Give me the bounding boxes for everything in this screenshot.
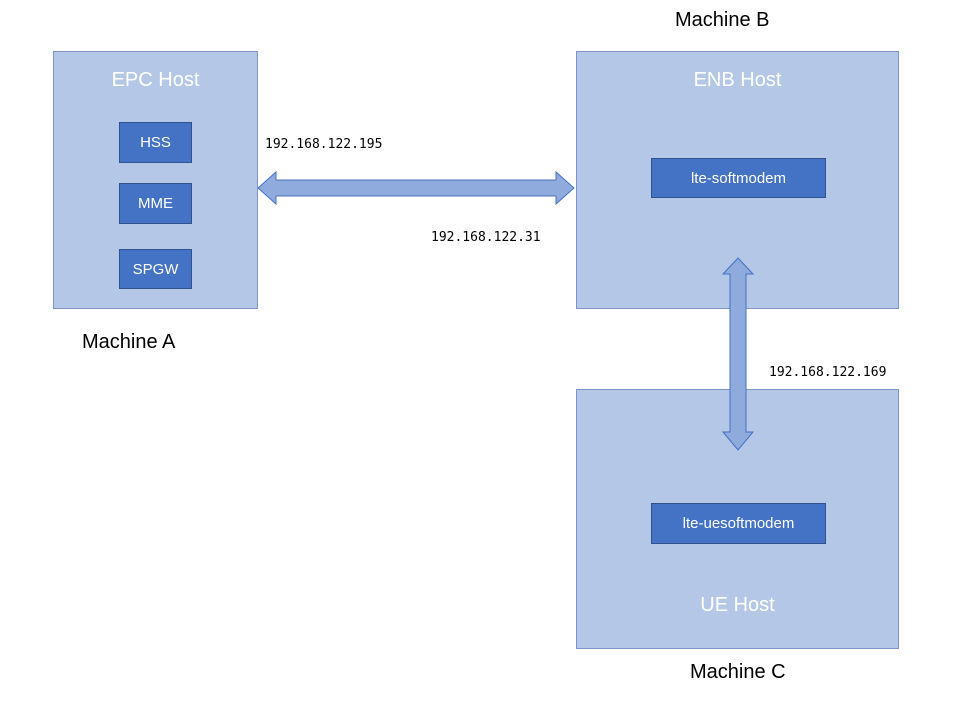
spgw-component: SPGW	[119, 249, 192, 289]
ip-enb-label: 192.168.122.31	[431, 230, 541, 245]
machine-b-label: Machine B	[675, 9, 770, 31]
lte-uesoftmodem-component: lte-uesoftmodem	[651, 503, 826, 544]
ip-epc-label: 192.168.122.195	[265, 137, 383, 152]
ue-host-title: UE Host	[700, 594, 775, 616]
epc-host-box: EPC Host HSS MME SPGW	[53, 51, 258, 309]
enb-host-title: ENB Host	[693, 69, 782, 91]
hss-component: HSS	[119, 122, 192, 163]
ue-host-box: lte-uesoftmodem UE Host	[576, 389, 899, 649]
epc-enb-double-arrow	[257, 170, 575, 206]
enb-ue-double-arrow	[721, 257, 755, 451]
epc-host-title: EPC Host	[111, 69, 200, 91]
machine-c-label: Machine C	[690, 661, 786, 683]
lte-softmodem-component: lte-softmodem	[651, 158, 826, 198]
machine-a-label: Machine A	[82, 331, 176, 353]
ip-ue-label: 192.168.122.169	[769, 365, 887, 380]
mme-component: MME	[119, 183, 192, 224]
